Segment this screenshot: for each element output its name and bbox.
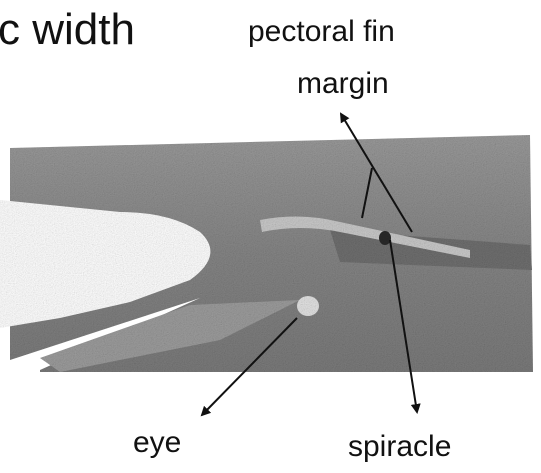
spiracle-mark [379, 231, 391, 245]
label-eye: eye [133, 428, 181, 458]
specimen-photo [0, 135, 533, 372]
label-spiracle: spiracle [348, 432, 451, 462]
eye-mark [297, 296, 319, 316]
